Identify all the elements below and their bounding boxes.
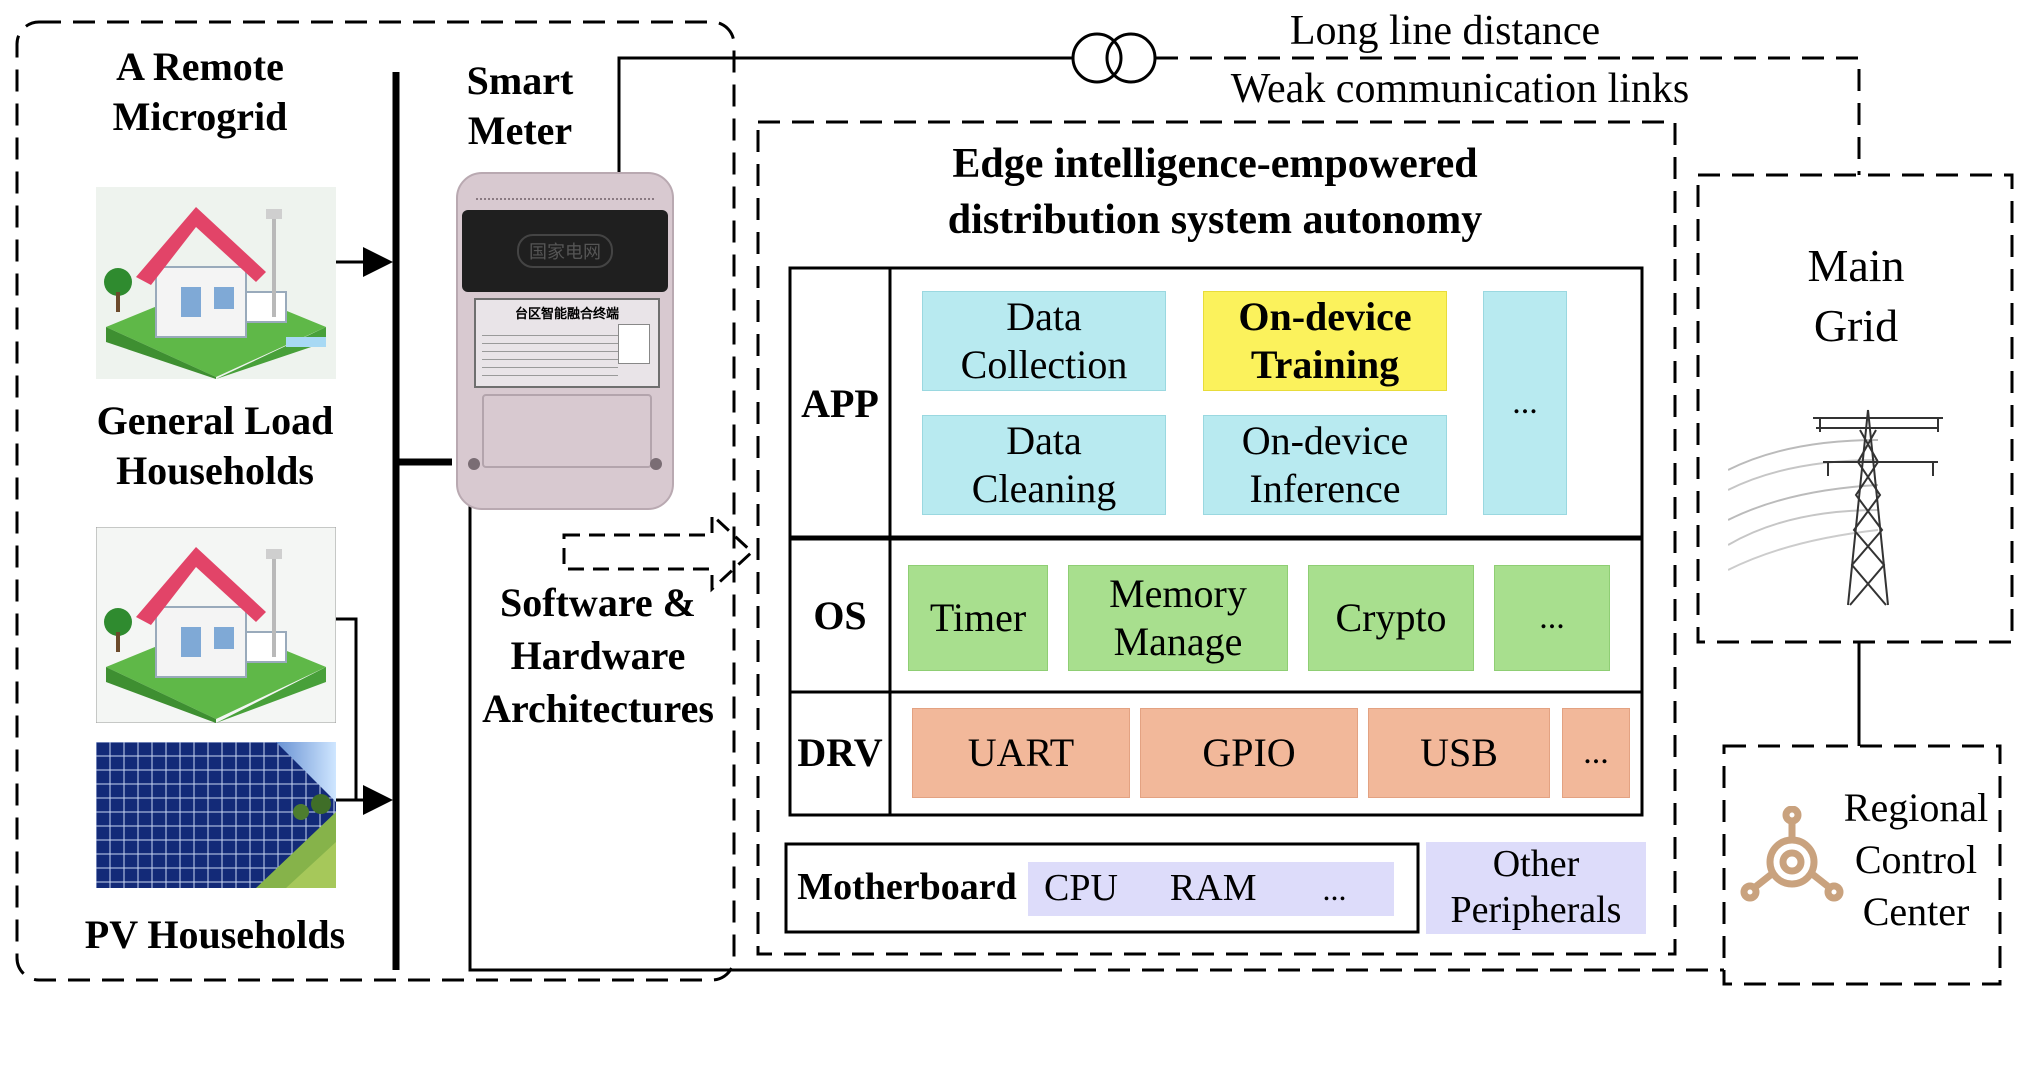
pv-wiring bbox=[336, 617, 358, 800]
solar-panel-image bbox=[96, 742, 336, 888]
crypto-module: Crypto bbox=[1308, 565, 1474, 671]
motherboard-frame bbox=[784, 842, 1420, 934]
drv-more-module: ... bbox=[1562, 708, 1630, 798]
os-more-module: ... bbox=[1494, 565, 1610, 671]
microgrid-title: A Remote Microgrid bbox=[60, 42, 340, 142]
pv-households-text: PV Households bbox=[84, 912, 346, 957]
architecture-line1: Software & bbox=[500, 580, 696, 625]
edge-title: Edge intelligence-empowered distribution… bbox=[800, 136, 1630, 249]
main-grid-line1: Main bbox=[1807, 240, 1905, 291]
edge-title-line1: Edge intelligence-empowered bbox=[952, 141, 1478, 187]
drv-layer-label: DRV bbox=[797, 730, 883, 775]
data-collection-module: Data Collection bbox=[922, 291, 1166, 391]
meter-top-panel: 国家电网 bbox=[462, 210, 668, 292]
meter-lower-cover bbox=[482, 394, 652, 468]
cpu-module: CPU bbox=[1044, 867, 1118, 910]
hollow-block-arrow bbox=[562, 511, 755, 593]
os-layer-label: OS bbox=[813, 593, 867, 638]
meter-plate-window bbox=[618, 324, 650, 364]
meter-plate-lines bbox=[482, 328, 618, 380]
smart-meter-title-line2: Meter bbox=[467, 108, 573, 153]
architecture-line3: Architectures bbox=[482, 686, 714, 732]
control-center-line1: Regional bbox=[1843, 785, 1989, 830]
microgrid-boundary bbox=[15, 20, 736, 982]
pv-house-image bbox=[96, 527, 336, 723]
meter-screw-left bbox=[468, 458, 480, 470]
memory-manage-line1: Memory bbox=[1109, 571, 1247, 616]
main-grid-boundary bbox=[1696, 173, 2014, 644]
control-center-line3: Center bbox=[1862, 889, 1970, 934]
control-center-icon bbox=[1740, 806, 1844, 902]
uart-module: UART bbox=[912, 708, 1130, 798]
meter-ground-line bbox=[468, 500, 1040, 972]
general-load-line1: General Load bbox=[96, 398, 334, 443]
meter-brand: 国家电网 bbox=[517, 234, 613, 268]
meter-transformer-line bbox=[617, 56, 1072, 175]
data-collection-line1: Data bbox=[1006, 294, 1082, 339]
control-center-boundary bbox=[1722, 744, 2002, 986]
smart-meter-title: Smart Meter bbox=[430, 56, 610, 156]
data-cleaning-line2: Cleaning bbox=[971, 466, 1117, 511]
long-line-label: Long line distance bbox=[1289, 8, 1601, 54]
data-collection-line2: Collection bbox=[960, 342, 1128, 387]
memory-manage-line2: Manage bbox=[1113, 619, 1243, 664]
on-device-training-line1: On-device bbox=[1238, 294, 1412, 339]
control-center-line2: Control bbox=[1854, 837, 1978, 882]
layer-stack-frame bbox=[788, 266, 1644, 817]
on-device-training-module: On-device Training bbox=[1203, 291, 1447, 391]
general-load-line2: Households bbox=[116, 448, 314, 493]
pv-households-label: PV Households bbox=[50, 910, 380, 960]
weak-links-label: Weak communication links bbox=[1230, 66, 1690, 112]
app-more-module: ... bbox=[1483, 291, 1567, 515]
ram-module: RAM bbox=[1169, 867, 1257, 910]
other-peripherals-line2: Peripherals bbox=[1450, 889, 1622, 931]
meter-screw-right bbox=[650, 458, 662, 470]
transmission-tower-icon bbox=[1728, 409, 1943, 606]
memory-manage-module: Memory Manage bbox=[1068, 565, 1288, 671]
control-center-label: Regional Control Center bbox=[1820, 782, 2012, 938]
on-device-training-line2: Training bbox=[1250, 342, 1400, 387]
smart-meter-device: 国家电网 台区智能融合终端 bbox=[456, 172, 674, 510]
meter-label-plate: 台区智能融合终端 bbox=[474, 298, 660, 388]
main-grid-title: Main Grid bbox=[1710, 236, 2002, 356]
meter-led-strip bbox=[476, 184, 654, 200]
meter-plate-text: 台区智能融合终端 bbox=[514, 307, 619, 322]
cpu-ram-strip: CPU RAM ... bbox=[1028, 862, 1394, 916]
general-load-label: General Load Households bbox=[60, 396, 370, 496]
data-cleaning-module: Data Cleaning bbox=[922, 415, 1166, 515]
architecture-line2: Hardware bbox=[510, 633, 686, 679]
smart-meter-title-line1: Smart bbox=[466, 58, 574, 103]
data-cleaning-line1: Data bbox=[1006, 418, 1082, 463]
timer-module: Timer bbox=[908, 565, 1048, 671]
main-grid-line2: Grid bbox=[1813, 299, 1899, 351]
microgrid-title-line2: Microgrid bbox=[112, 94, 288, 139]
on-device-inference-line2: Inference bbox=[1249, 466, 1401, 511]
motherboard-more: ... bbox=[1322, 870, 1347, 907]
other-peripherals-line1: Other bbox=[1492, 843, 1580, 886]
on-device-inference-module: On-device Inference bbox=[1203, 415, 1447, 515]
other-peripherals-module: Other Peripherals bbox=[1426, 842, 1646, 934]
microgrid-title-line1: A Remote bbox=[116, 44, 284, 89]
on-device-inference-line1: On-device bbox=[1241, 418, 1409, 463]
app-layer-label: APP bbox=[801, 381, 879, 426]
edge-title-line2: distribution system autonomy bbox=[947, 197, 1483, 244]
gpio-module: GPIO bbox=[1140, 708, 1358, 798]
motherboard-label: Motherboard bbox=[797, 866, 1017, 909]
transformer-coil-b bbox=[1105, 32, 1157, 84]
usb-module: USB bbox=[1368, 708, 1550, 798]
architecture-label: Software & Hardware Architectures bbox=[468, 576, 728, 736]
edge-boundary bbox=[756, 120, 1677, 956]
general-load-house-image bbox=[96, 187, 336, 379]
